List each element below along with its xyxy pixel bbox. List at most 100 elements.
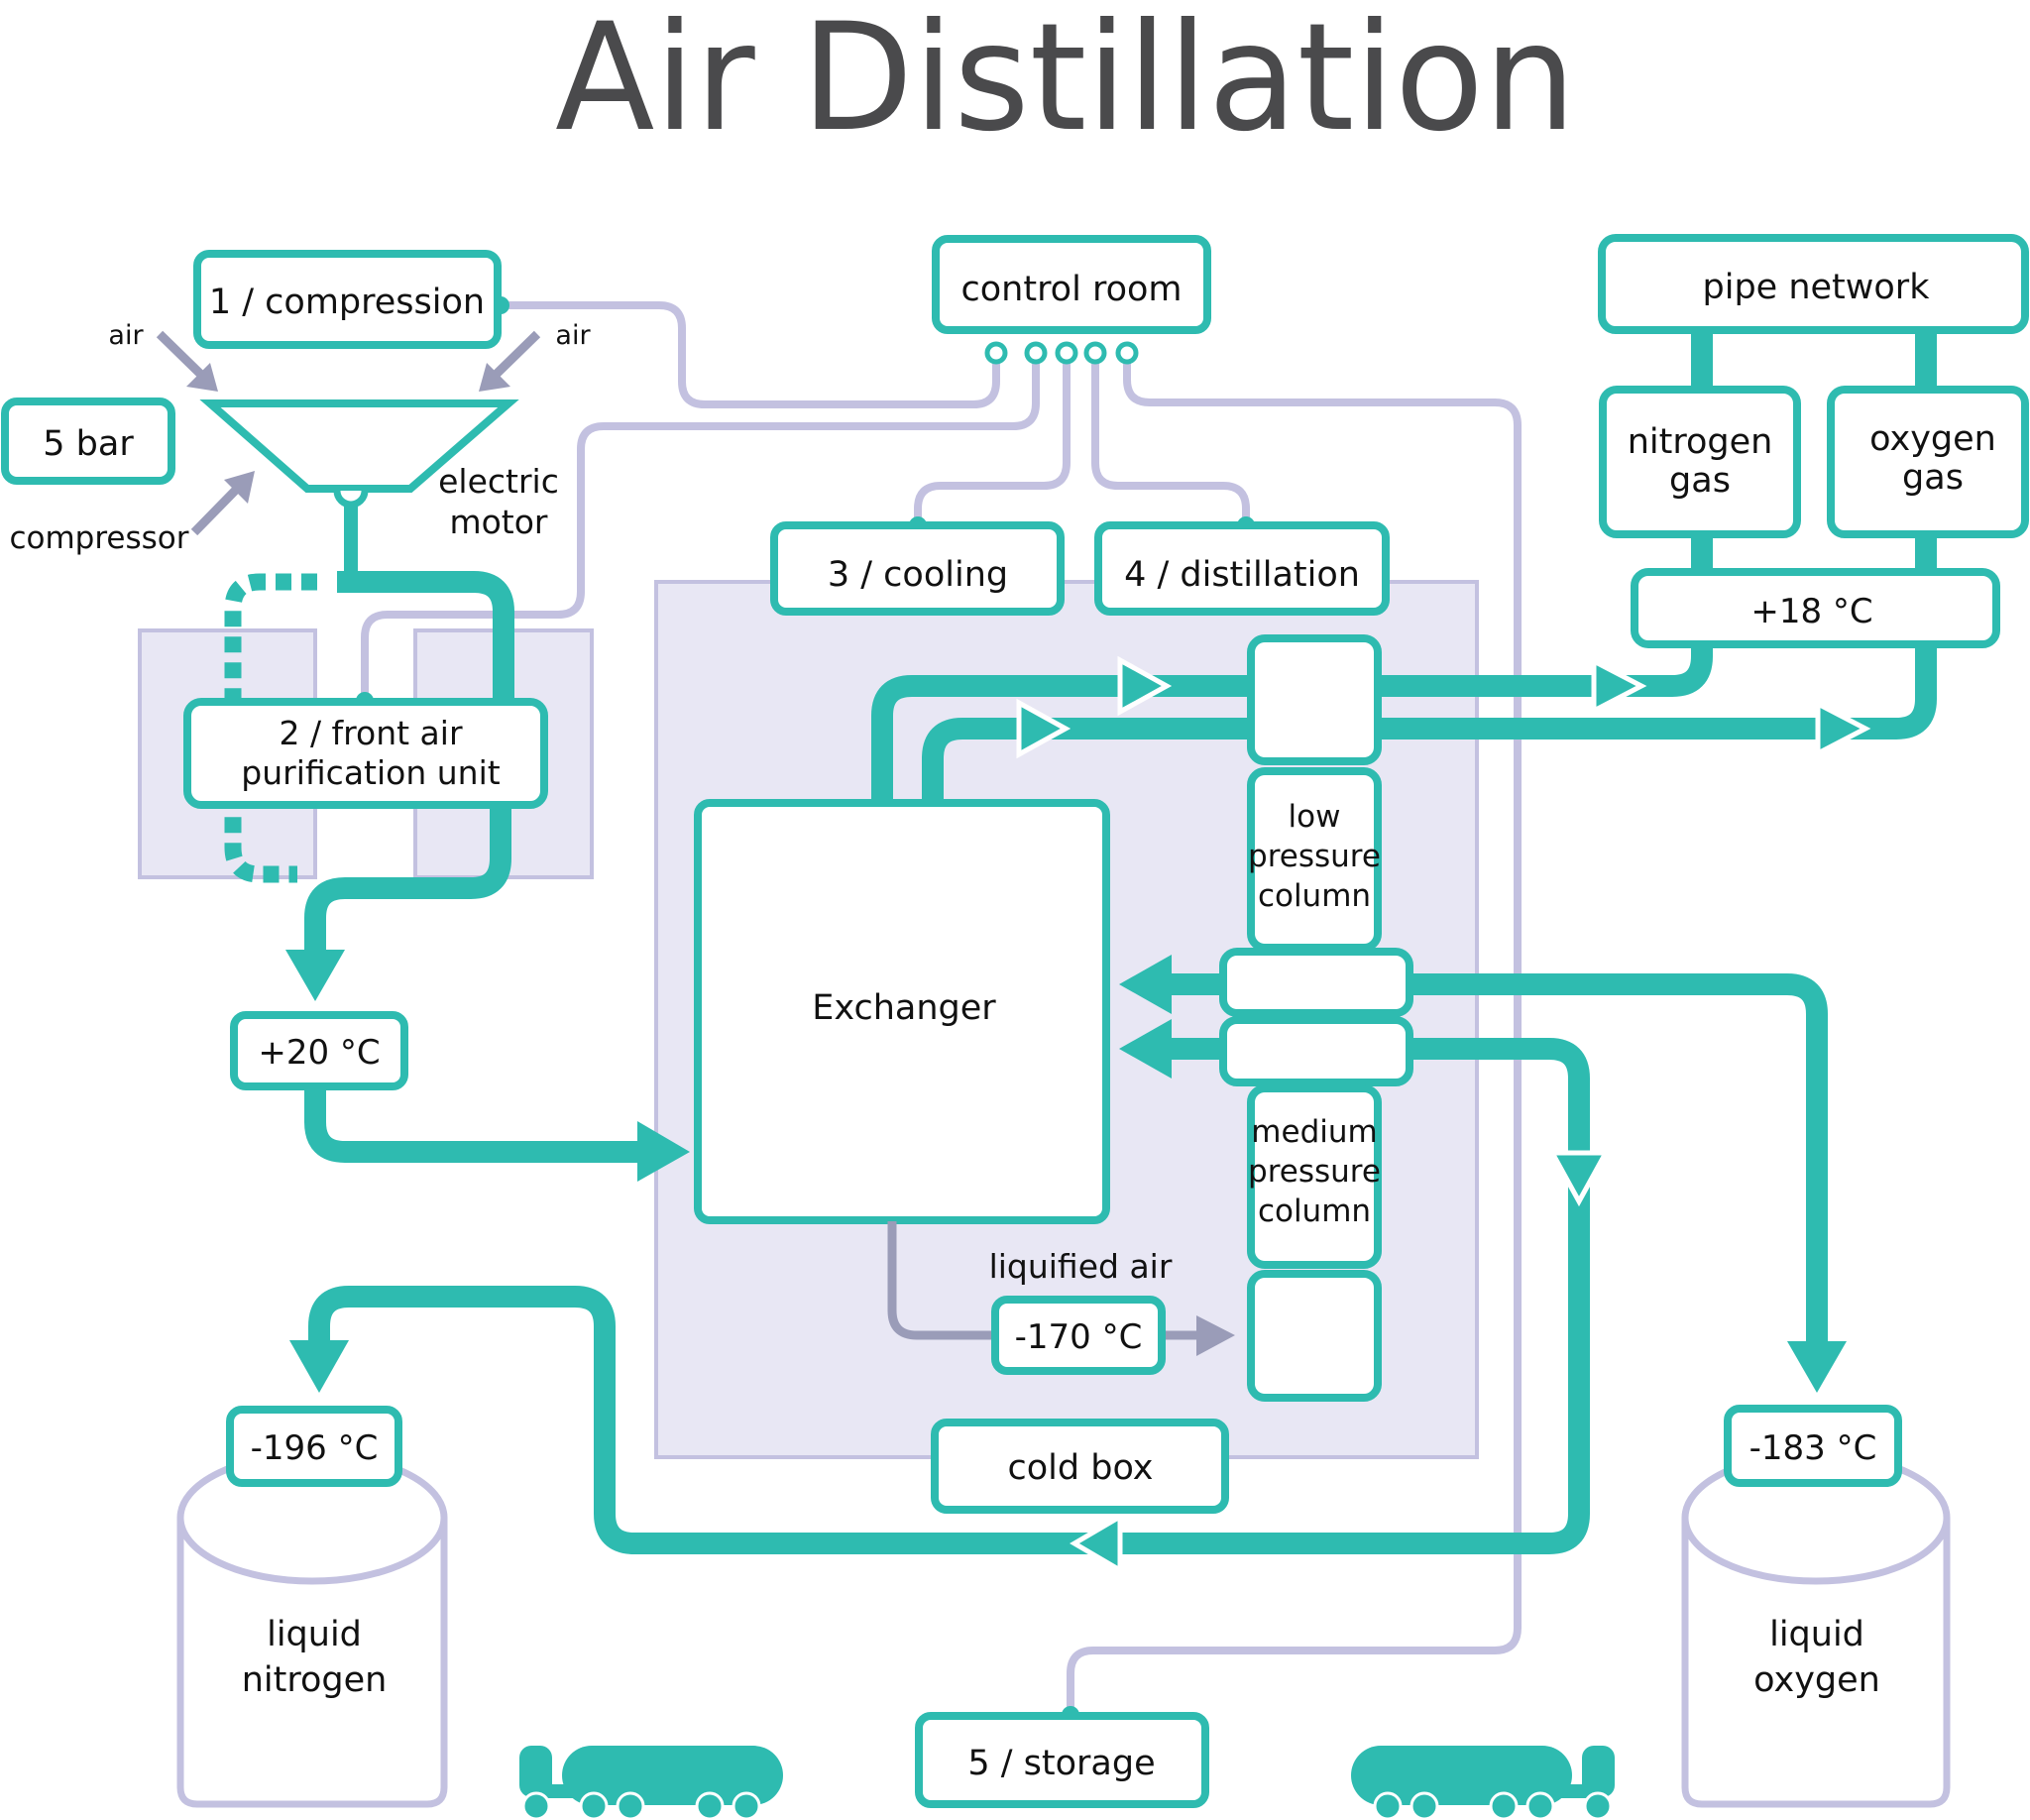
temp-183c-label: -183 °C	[1749, 1428, 1877, 1468]
low-pressure-line1: low	[1289, 799, 1341, 835]
pipe-network-label: pipe network	[1703, 268, 1931, 307]
arrow-down-to-oxygen-tank-icon	[1787, 1341, 1847, 1393]
control-port-2	[1024, 341, 1048, 365]
temp-18c-box	[1631, 568, 2000, 648]
liquified-air-label: liquified air	[989, 1247, 1173, 1286]
temp-170c-label: -170 °C	[1015, 1317, 1143, 1357]
arrow-liquified-air-icon	[1196, 1315, 1235, 1356]
air-inlet-label-right: air	[555, 320, 591, 351]
column-bottom-sump	[1247, 1270, 1382, 1402]
low-pressure-line2: pressure	[1248, 839, 1381, 874]
tanker-truck-left-icon	[519, 1746, 783, 1820]
oxygen-gas-box	[1827, 386, 2029, 538]
compressor-label: compressor	[9, 520, 188, 556]
arrow-flange1-into-exchanger-icon	[1119, 955, 1172, 1014]
temp-196c-box	[226, 1406, 402, 1487]
motor-label-line1: electric	[438, 462, 559, 501]
exchanger-box	[694, 799, 1110, 1224]
motor-label-line2: motor	[449, 503, 547, 541]
air-inlet-arrow-right-icon	[479, 330, 541, 392]
pipe-network-box	[1598, 234, 2029, 334]
compressor-pointer-arrow-icon	[190, 471, 255, 536]
pressure-box	[1, 398, 175, 485]
arrow-oxygen-flow-icon	[1016, 698, 1071, 759]
control-port-5	[1115, 341, 1139, 365]
temp-196c-label: -196 °C	[251, 1428, 379, 1468]
compression-step-box	[193, 250, 502, 349]
wire-control-storage	[1067, 359, 1522, 1715]
arrow-oxygen-to-network-icon	[1815, 699, 1871, 758]
control-port-1	[984, 341, 1008, 365]
wire-control-purification	[361, 359, 1040, 701]
pipe-exchanger-nitrogen-up	[871, 675, 1251, 803]
cooling-step-label: 3 / cooling	[828, 555, 1008, 595]
control-room-ports	[984, 341, 1139, 365]
pipe-liquid-nitrogen	[308, 1038, 1590, 1554]
line-liquified-air-in	[887, 1221, 1001, 1340]
column-top-condenser	[1247, 634, 1382, 765]
wire-control-distillation	[1091, 359, 1250, 525]
purification-unit-box	[183, 698, 548, 809]
purification-label-line2: purification unit	[241, 753, 500, 792]
pipe-liquid-oxygen	[1408, 973, 1828, 1348]
arrow-into-exchanger-icon	[637, 1121, 690, 1182]
arrow-nitrogen-to-network-icon	[1591, 656, 1647, 716]
temp-170c-box	[991, 1296, 1166, 1375]
compressor-funnel-icon	[199, 399, 519, 493]
medium-pressure-line2: pressure	[1248, 1154, 1381, 1190]
air-inlet-arrow-left-icon	[156, 330, 218, 392]
oxygen-gas-line1: oxygen	[1869, 419, 1996, 459]
purification-label-line1: 2 / front air	[279, 714, 462, 752]
cooling-step-box	[770, 521, 1065, 616]
low-pressure-line3: column	[1258, 878, 1371, 914]
nitrogen-gas-box	[1599, 386, 1801, 538]
temp-20c-label: +20 °C	[258, 1033, 380, 1073]
liquid-oxygen-line2: oxygen	[1753, 1660, 1880, 1700]
arrow-nitrogen-down-icon	[1547, 1150, 1611, 1207]
wire-control-cooling	[914, 359, 1071, 525]
column-flange-lower	[1219, 1016, 1413, 1086]
control-port-3	[1055, 341, 1078, 365]
compression-step-label: 1 / compression	[209, 283, 485, 322]
cold-box-label: cold box	[1008, 1448, 1154, 1488]
air-inlet-label-left: air	[108, 320, 144, 351]
nitrogen-gas-line2: gas	[1669, 461, 1731, 501]
nitrogen-gas-line1: nitrogen	[1628, 422, 1773, 462]
distillation-step-box	[1094, 521, 1390, 616]
diagram-title: Air Distillation	[555, 0, 1576, 165]
pipe-20c-to-exchanger	[304, 1087, 644, 1163]
oxygen-gas-line2: gas	[1902, 458, 1964, 498]
arrow-down-to-20c-icon	[285, 950, 345, 1001]
medium-pressure-line3: column	[1258, 1194, 1371, 1229]
liquid-nitrogen-line1: liquid	[267, 1615, 362, 1654]
medium-pressure-line1: medium	[1251, 1114, 1377, 1150]
pipe-exchanger-oxygen-up	[922, 718, 1251, 803]
motor-coupling-icon	[333, 490, 369, 509]
tanker-truck-right-icon	[1351, 1746, 1615, 1820]
liquid-oxygen-line1: liquid	[1769, 1615, 1864, 1654]
distillation-step-label: 4 / distillation	[1124, 555, 1360, 595]
pipe-purifier-to-20c	[304, 805, 511, 954]
arrow-nitrogen-flow-icon	[1117, 655, 1173, 717]
cold-box-label-box	[931, 1419, 1229, 1514]
control-port-4	[1083, 341, 1107, 365]
temp-18c-label: +18 °C	[1750, 592, 1872, 631]
storage-step-label: 5 / storage	[967, 1744, 1155, 1783]
arrow-down-to-nitrogen-tank-icon	[289, 1340, 349, 1393]
liquid-nitrogen-line2: nitrogen	[242, 1660, 388, 1700]
temp-20c-box	[230, 1011, 408, 1090]
temp-183c-box	[1724, 1405, 1902, 1487]
arrow-nitrogen-left-icon	[1070, 1512, 1123, 1575]
pipe-compressor-to-purifier	[337, 571, 514, 704]
pipe-nitrogen-gas-out	[1378, 634, 1713, 697]
medium-pressure-column	[1247, 1084, 1382, 1269]
column-flange-upper	[1219, 948, 1413, 1017]
pipe-oxygen-gas-out	[1378, 634, 1937, 739]
control-room-label: control room	[961, 270, 1183, 309]
pressure-label: 5 bar	[43, 424, 134, 464]
control-room-box	[932, 235, 1211, 334]
wire-compression-control	[501, 301, 1000, 408]
exchanger-label: Exchanger	[812, 988, 996, 1028]
